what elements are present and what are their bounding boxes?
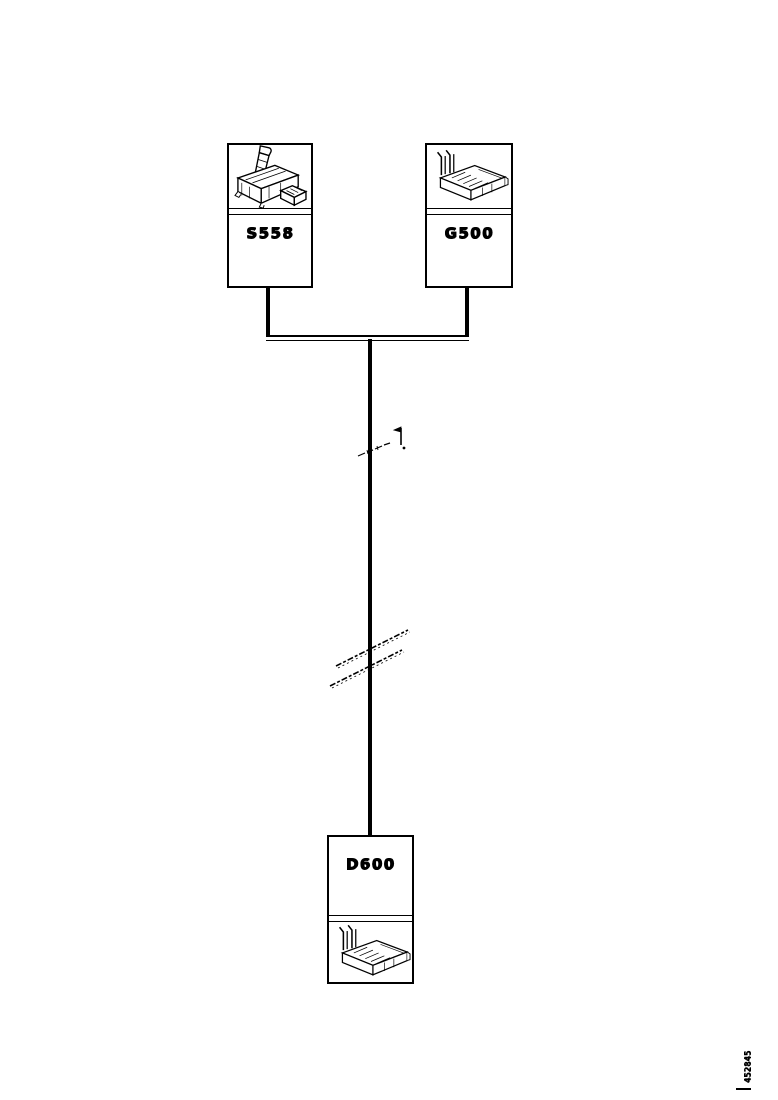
component-label-g500: G500 bbox=[444, 224, 494, 242]
connector-illustration-icon bbox=[329, 922, 412, 982]
box-divider bbox=[329, 915, 412, 922]
harness-break-icon bbox=[326, 618, 410, 696]
component-box-d600: D600 bbox=[327, 835, 414, 984]
wire-label-mark-icon bbox=[356, 434, 392, 460]
wire-g500-drop bbox=[465, 288, 469, 340]
switch-illustration-icon bbox=[229, 145, 311, 208]
component-box-s558: S558 bbox=[227, 143, 313, 288]
connector-illustration-icon bbox=[427, 145, 511, 208]
component-box-g500: G500 bbox=[425, 143, 513, 288]
component-label-s558: S558 bbox=[245, 224, 295, 242]
flag-marker-icon bbox=[392, 424, 408, 452]
box-divider bbox=[427, 208, 511, 215]
component-label-d600: D600 bbox=[345, 855, 396, 873]
box-divider bbox=[229, 208, 311, 215]
doc-id-block: 452845 bbox=[714, 1040, 774, 1100]
doc-id-label: 452845 bbox=[743, 1050, 754, 1084]
doc-id-underline bbox=[736, 1088, 751, 1090]
wire-junction-bus bbox=[266, 335, 469, 341]
wire-main-run bbox=[368, 339, 372, 836]
wire-s558-drop bbox=[266, 288, 270, 340]
